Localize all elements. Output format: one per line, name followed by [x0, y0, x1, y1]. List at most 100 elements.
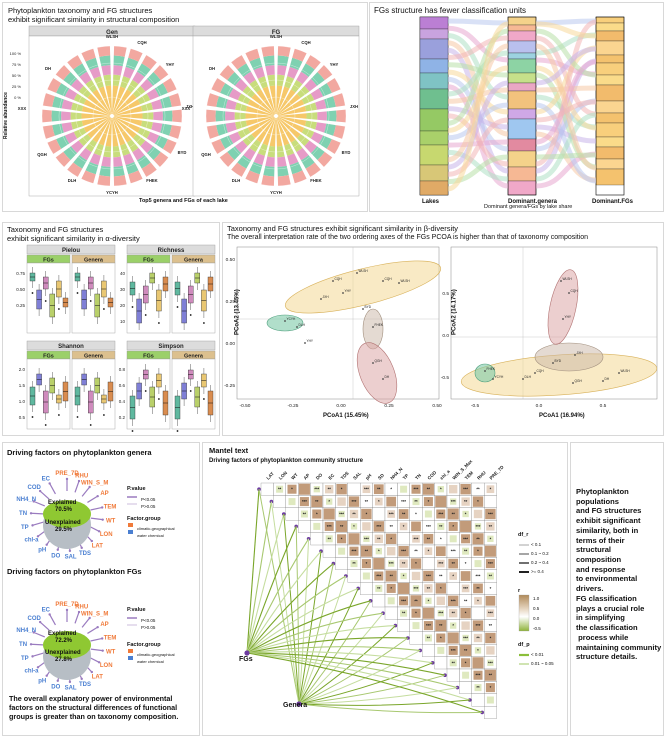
- matrix-cell: [484, 706, 497, 719]
- factor-label: DO: [51, 684, 60, 690]
- ellipse-red: [547, 269, 579, 345]
- panel-a-title-2: exhibit significant similarity in struct…: [8, 15, 180, 24]
- flow-lakes-genera: [447, 117, 509, 177]
- panel-b-alluvial: [419, 16, 625, 196]
- lake-label: DLH: [68, 178, 77, 183]
- radial-bar-segment: [245, 170, 260, 184]
- matrix-cell-fill: [486, 572, 494, 580]
- driver-arrow-head: [77, 610, 81, 614]
- significance-stars: ***: [451, 648, 456, 653]
- driver-arrow-head: [101, 518, 104, 521]
- radial-bar-segment: [305, 162, 321, 177]
- pcoa-point-label: BYD: [365, 305, 372, 309]
- matrix-cell-fill: [399, 559, 408, 568]
- pcoa-point-label: CQH: [571, 289, 579, 293]
- radial-bar-segment: [310, 88, 324, 101]
- matrix-cell-fill: [484, 669, 496, 681]
- pcoa-point-label: DH: [385, 375, 390, 379]
- panel-d-title-1: Taxonomy and FG structures exhibit signi…: [227, 224, 459, 233]
- outlier: [89, 424, 92, 426]
- lake-block: [419, 130, 449, 146]
- mantel-link-fgs: [246, 526, 297, 654]
- driver-arrow: [33, 631, 46, 638]
- legend-dfr-title: df_r: [518, 532, 529, 538]
- y-tick: 75 %: [12, 62, 22, 67]
- panel-c-title-2: exhibit significant similarity in α-dive…: [7, 234, 140, 243]
- driver-arrow-head: [38, 620, 42, 624]
- matrix-cell-fill: [400, 535, 407, 542]
- radial-bar-segment: [318, 83, 332, 97]
- significance-stars: *: [465, 660, 467, 665]
- factor-label: TDS: [79, 682, 91, 688]
- radial-bar-segment: [296, 71, 309, 85]
- driver-arrow: [49, 614, 56, 626]
- significance-stars: ***: [339, 512, 344, 517]
- node-genera: [296, 701, 302, 707]
- matrix-cell-fill: [436, 596, 445, 605]
- significance-stars: ***: [414, 536, 419, 541]
- panel-c: Taxonomy and FG structures exhibit signi…: [2, 222, 220, 436]
- summary-line: and FG structures: [576, 506, 642, 516]
- sub-strip-label: Genera: [184, 354, 204, 360]
- radial-bar-segment: [315, 99, 327, 110]
- radial-bar-segment: [140, 78, 154, 92]
- matrix-cell: [422, 644, 435, 657]
- driver-arrow-head: [48, 613, 51, 616]
- lake-label: BYD: [178, 150, 187, 155]
- radial-bar-segment: [296, 85, 310, 98]
- ellipse-red: [356, 342, 398, 404]
- matrix-cell: [409, 631, 423, 645]
- summary-line: in simplifying: [576, 613, 625, 623]
- radial-bar-segment: [234, 78, 248, 92]
- factor-header: RHU: [476, 470, 487, 481]
- lake-label: QGH: [37, 152, 47, 157]
- explained-fgs-label: Explained: [48, 631, 77, 637]
- radial-bar-segment: [277, 46, 291, 57]
- mantel-link-genera: [298, 612, 384, 705]
- factor-label: TN: [19, 511, 27, 517]
- facet-strip: [126, 244, 216, 255]
- mantel-link-fgs: [246, 612, 384, 654]
- radial-bar-segment: [132, 71, 145, 85]
- radial-bar-segment: [277, 55, 289, 67]
- radial-bar-segment: [160, 123, 172, 136]
- lake-label: YCYH: [270, 190, 282, 195]
- summary-line: and response: [576, 564, 626, 574]
- driver-arrow: [81, 617, 91, 628]
- summary-line: process while: [576, 632, 629, 642]
- significance-stars: ***: [314, 487, 319, 492]
- radial-bar-segment: [301, 93, 315, 105]
- matrix-cell-fill: [460, 607, 471, 619]
- lake-block: [419, 164, 449, 182]
- significance-stars: **: [427, 636, 431, 641]
- factor-header: DO: [315, 472, 324, 481]
- factor-header: pH: [365, 472, 373, 480]
- axis-lakes: Lakes: [422, 199, 440, 205]
- radial-bar-segment: [113, 99, 141, 116]
- driver-arrow-head: [68, 549, 72, 553]
- factor-label: chl-a: [24, 538, 39, 544]
- radial-bar-segment: [81, 48, 96, 62]
- significance-stars: **: [452, 611, 456, 616]
- significance-stars: *: [341, 536, 343, 541]
- matrix-cell: [260, 482, 274, 496]
- radial-bar-segment: [162, 77, 177, 93]
- lake-label: QGH: [201, 152, 211, 157]
- node-genera-label: Genera: [283, 702, 308, 709]
- mantel-link-genera: [298, 625, 396, 705]
- radial-bar-segment: [292, 170, 307, 184]
- pcoa-point-label: JXH: [577, 351, 584, 355]
- factor-header: SAL: [352, 471, 362, 481]
- significance-stars: *: [490, 487, 492, 492]
- genus-block: [507, 108, 537, 120]
- significance-stars: *: [465, 512, 467, 517]
- driver-arrow-head: [31, 655, 34, 658]
- matrix-cell-fill: [362, 572, 370, 580]
- radial-bar-segment: [269, 117, 276, 147]
- flow-lakes-genera: [447, 69, 509, 115]
- unexplained-genera-label: Unexplained: [45, 520, 81, 526]
- outlier: [189, 314, 192, 316]
- significance-stars: **: [414, 598, 418, 603]
- flow-genera-fgs: [535, 21, 597, 39]
